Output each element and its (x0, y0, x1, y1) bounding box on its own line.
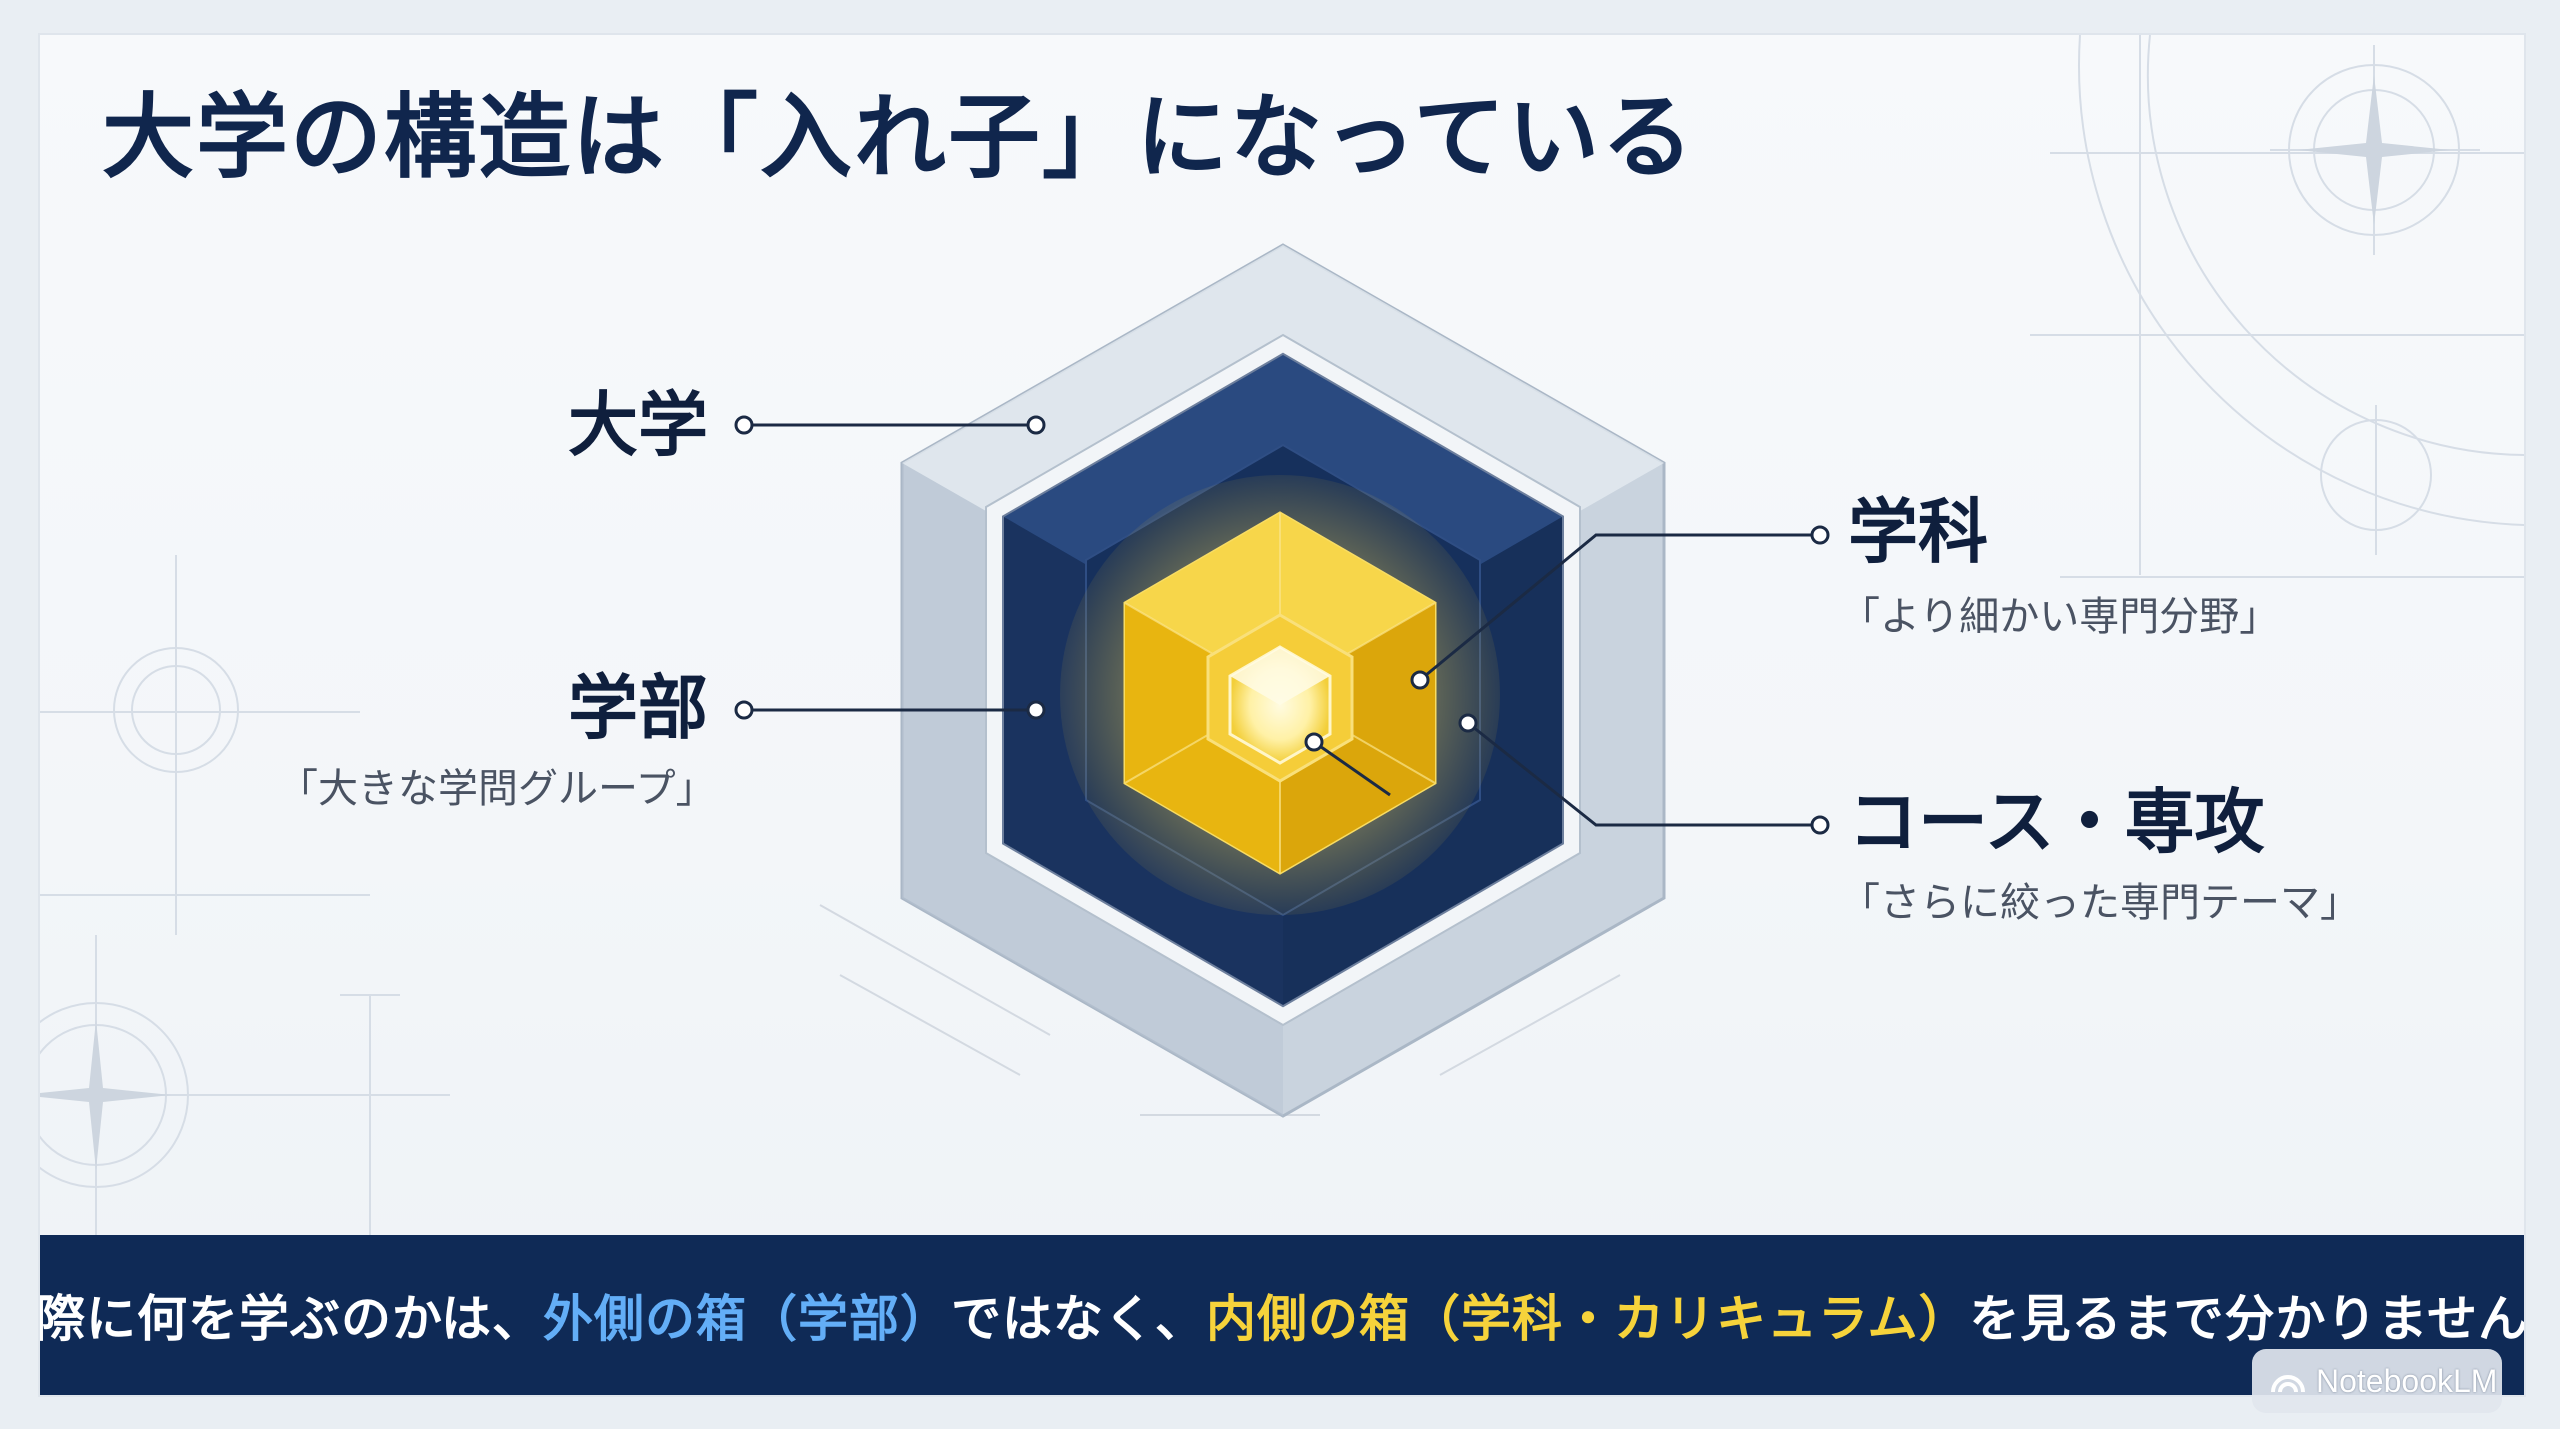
banner-text-2: ではなく、 (951, 1290, 1206, 1348)
label-faculty-desc: 「大きな学問グループ」 (278, 766, 716, 812)
leader-dots (734, 415, 1830, 835)
leader-lines (744, 423, 1820, 827)
banner-text-3: を見るまで分かりません。 (1969, 1290, 2526, 1348)
label-course-desc: 「さらに絞った専門テーマ」 (1840, 880, 2360, 926)
label-department-desc: 「より細かい専門分野」 (1840, 594, 2280, 640)
course-core (1228, 645, 1332, 765)
summary-banner: 実際に何を学ぶのかは、 外側の箱（学部） ではなく、 内側の箱（学科・カリキュラ… (40, 1235, 2524, 1395)
banner-highlight-inner-box: 内側の箱（学科・カリキュラム） (1206, 1290, 1970, 1348)
banner-text-1: 実際に何を学ぶのかは、 (38, 1290, 543, 1348)
notebooklm-watermark: NotebookLM (2252, 1349, 2502, 1413)
slide-title: 大学の構造は「入れ子」になっている (102, 84, 1696, 191)
label-faculty: 学部 (568, 667, 708, 749)
banner-highlight-outer-box: 外側の箱（学部） (543, 1290, 951, 1348)
label-university: 大学 (568, 384, 708, 466)
label-course: コース・専攻 (1848, 781, 2265, 863)
nested-box-diagram (734, 243, 1830, 1118)
label-department: 学科 (1848, 491, 1988, 573)
notebooklm-logo-icon (2271, 1375, 2305, 1393)
watermark-text: NotebookLM (2316, 1362, 2498, 1399)
slide: 大学の構造は「入れ子」になっている (38, 33, 2526, 1397)
